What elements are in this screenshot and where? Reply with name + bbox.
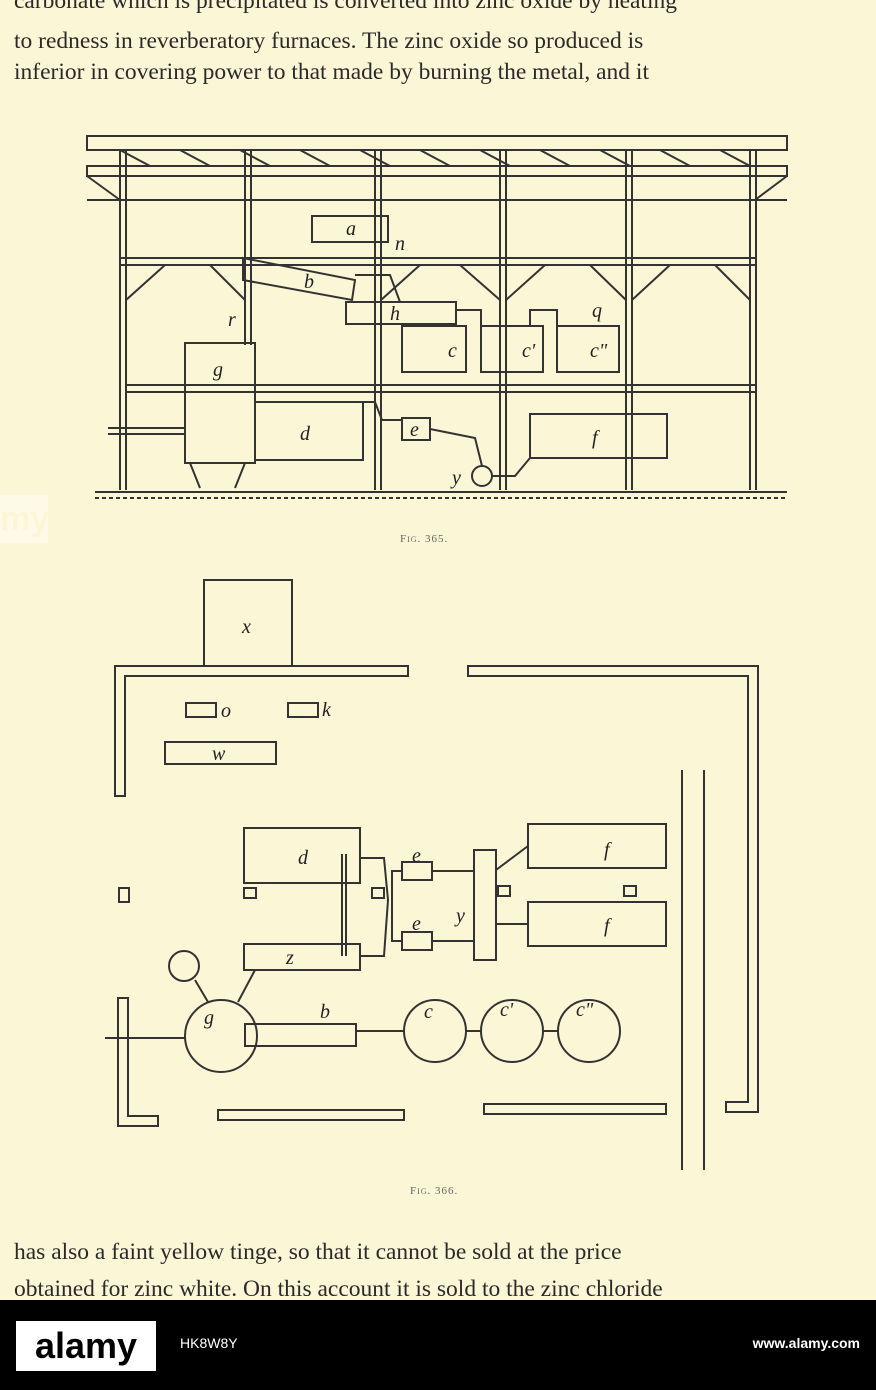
label-c: c — [424, 1001, 433, 1023]
body-text-line: has also a faint yellow tinge, so that i… — [14, 1239, 622, 1265]
label-d: d — [300, 423, 311, 445]
label-c-prime: c' — [522, 340, 536, 362]
label-f: f — [604, 915, 612, 937]
figure-366-caption: Fig. 366. — [410, 1185, 459, 1197]
label-n: n — [395, 233, 405, 255]
label-g: g — [213, 359, 223, 381]
image-id-text: HK8W8Y — [180, 1335, 238, 1351]
label-b: b — [304, 271, 314, 293]
label-g: g — [204, 1007, 214, 1029]
label-c-double-prime: c" — [590, 340, 608, 362]
body-text-line: obtained for zinc white. On this account… — [14, 1276, 663, 1300]
figure-365-elevation: a n b r h q c c' c" g d e f y — [86, 135, 788, 499]
label-e: e — [412, 845, 421, 867]
figure-365-caption: Fig. 365. — [400, 533, 449, 545]
label-a: a — [346, 218, 356, 240]
label-b: b — [320, 1001, 330, 1023]
body-text-line: inferior in covering power to that made … — [14, 59, 649, 85]
label-k: k — [322, 699, 332, 721]
watermark-side: my — [0, 495, 49, 543]
label-e: e — [412, 913, 421, 935]
body-text-line: carbonate which is precipitated is conve… — [14, 0, 677, 14]
label-c: c — [448, 340, 457, 362]
label-r: r — [228, 309, 236, 331]
body-text-line: to redness in reverberatory furnaces. Th… — [14, 28, 644, 54]
label-x: x — [241, 616, 251, 638]
figure-366-plan: x o k w d e e y f f z g b c c' c" — [105, 579, 759, 1170]
label-e: e — [410, 419, 419, 441]
label-c-prime: c' — [500, 999, 514, 1021]
label-z: z — [285, 947, 294, 969]
label-q: q — [592, 300, 602, 322]
book-page: carbonate which is precipitated is conve… — [0, 0, 876, 1300]
alamy-logo: alamy — [16, 1321, 156, 1371]
site-url: www.alamy.com — [752, 1335, 860, 1351]
label-c-double-prime: c" — [576, 999, 594, 1021]
label-f: f — [604, 839, 612, 861]
label-f: f — [592, 427, 600, 449]
label-y: y — [450, 467, 461, 489]
label-w: w — [212, 743, 226, 765]
label-h: h — [390, 303, 400, 325]
label-y: y — [454, 905, 465, 927]
label-d: d — [298, 847, 309, 869]
label-o: o — [221, 700, 231, 722]
